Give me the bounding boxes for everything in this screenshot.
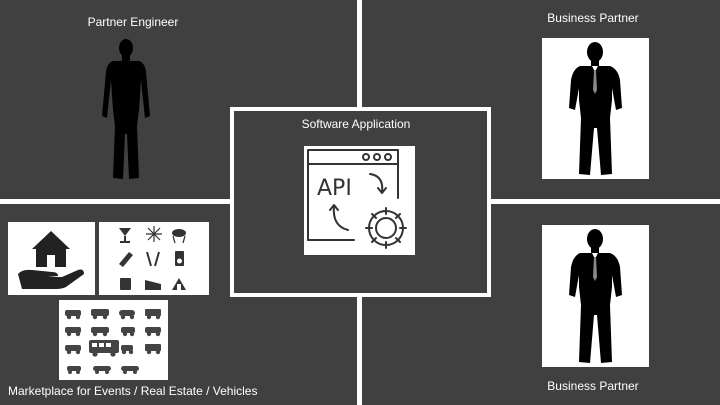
business-partner-silhouette-icon [569, 42, 622, 175]
vehicles-icons-grid [65, 309, 161, 374]
partner-engineer-label: Partner Engineer [87, 15, 179, 29]
api-image: API [304, 146, 415, 255]
business-partner-label-bottom: Business Partner [547, 379, 639, 393]
events-image [99, 222, 209, 295]
vehicles-image [59, 300, 168, 380]
marketplace-label: Marketplace for Events / Real Estate / V… [8, 384, 258, 398]
business-partner-label-top: Business Partner [547, 11, 639, 25]
partner-engineer-silhouette-icon [102, 39, 150, 179]
software-application-title: Software Application [301, 117, 411, 131]
house-in-hand-icon [18, 231, 84, 289]
business-partner-image-bottom [542, 225, 649, 367]
business-partner-image-top [542, 38, 649, 179]
events-icons-grid [119, 226, 186, 290]
business-partner-silhouette-icon [569, 229, 622, 363]
real-estate-image [8, 222, 95, 295]
api-text: API [317, 176, 352, 201]
api-gear-window-icon: API [307, 149, 407, 249]
